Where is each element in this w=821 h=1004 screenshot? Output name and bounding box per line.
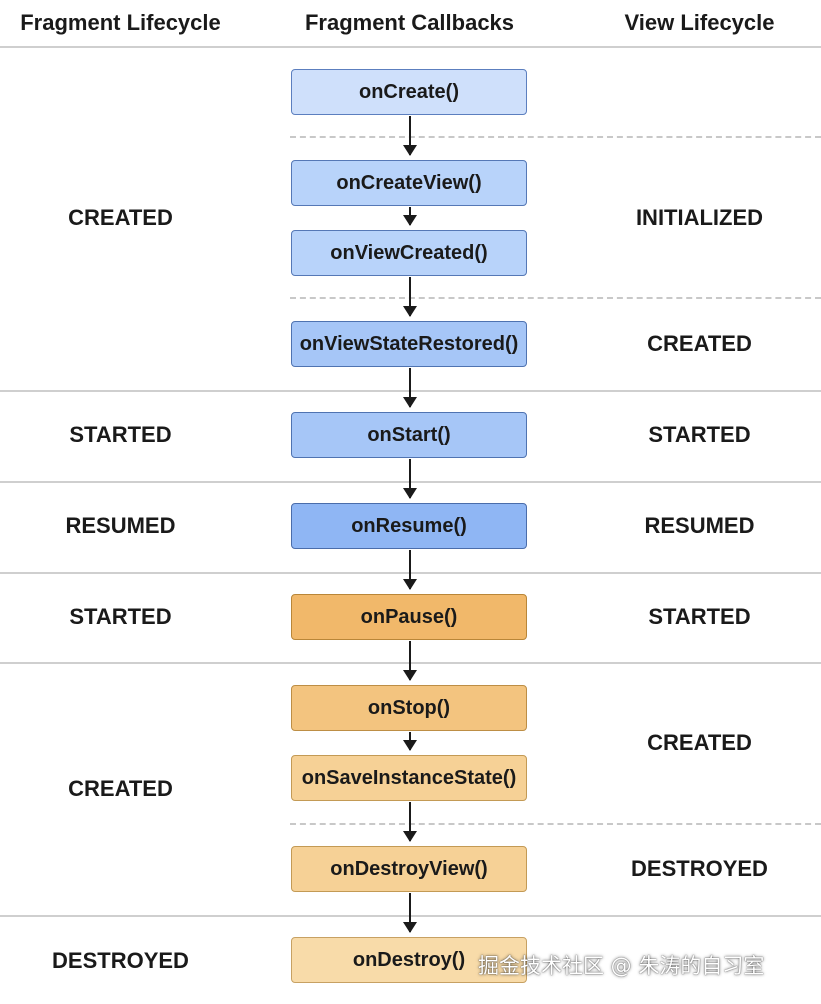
callback-on-view-created: onViewCreated(): [291, 230, 527, 276]
view-state-destroyed: DESTROYED: [631, 856, 768, 881]
flow-arrow: [403, 732, 417, 751]
callback-on-destroy-view: onDestroyView(): [291, 846, 527, 892]
fragment-state-created: CREATED: [68, 776, 173, 801]
flow-arrow: [403, 641, 417, 681]
callback-on-create-view: onCreateView(): [291, 160, 527, 206]
view-divider: [290, 823, 821, 825]
view-state-initialized: INITIALIZED: [635, 205, 764, 230]
flow-arrow: [403, 368, 417, 408]
flow-arrow: [403, 550, 417, 590]
header-divider: [0, 46, 821, 48]
callback-on-view-state-restored: onViewStateRestored(): [291, 321, 527, 367]
view-state-started: STARTED: [648, 604, 751, 629]
view-state-created: CREATED: [647, 331, 752, 356]
watermark: 掘金技术社区 @ 朱涛的自习室: [478, 954, 765, 978]
flow-arrow: [403, 802, 417, 842]
fragment-state-resumed: RESUMED: [65, 513, 176, 538]
callback-on-create: onCreate(): [291, 69, 527, 115]
view-divider: [290, 297, 821, 299]
flow-arrow: [403, 116, 417, 156]
fragment-state-destroyed: DESTROYED: [52, 948, 189, 973]
callback-on-pause: onPause(): [291, 594, 527, 640]
header-fragment-lifecycle: Fragment Lifecycle: [20, 10, 221, 35]
flow-arrow: [403, 277, 417, 317]
callback-on-destroy: onDestroy(): [291, 937, 527, 983]
callback-on-stop: onStop(): [291, 685, 527, 731]
callback-on-start: onStart(): [291, 412, 527, 458]
callback-on-save-instance-state: onSaveInstanceState(): [291, 755, 527, 801]
fragment-state-started: STARTED: [69, 604, 172, 629]
flow-arrow: [403, 893, 417, 933]
callback-on-resume: onResume(): [291, 503, 527, 549]
flow-arrow: [403, 207, 417, 226]
view-state-created: CREATED: [647, 730, 752, 755]
flow-arrow: [403, 459, 417, 499]
header-view-lifecycle: View Lifecycle: [624, 10, 775, 35]
fragment-state-started: STARTED: [69, 422, 172, 447]
view-state-started: STARTED: [648, 422, 751, 447]
view-divider: [290, 136, 821, 138]
header-fragment-callbacks: Fragment Callbacks: [304, 10, 515, 35]
view-state-resumed: RESUMED: [644, 513, 755, 538]
fragment-state-created: CREATED: [68, 205, 173, 230]
